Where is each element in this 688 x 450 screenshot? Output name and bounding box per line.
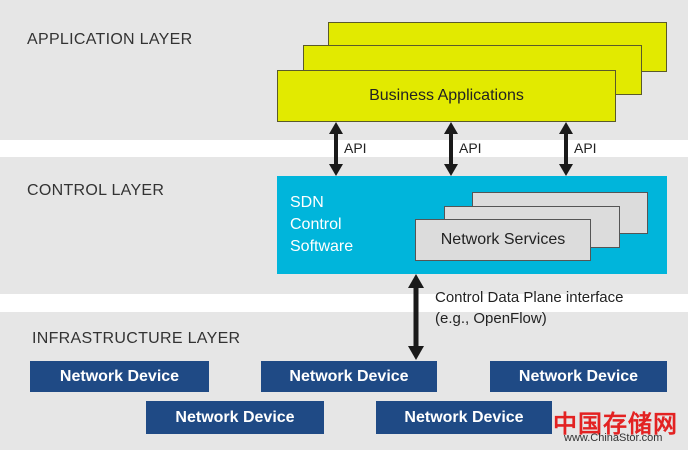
network-services-label: Network Services [440, 231, 566, 248]
api-arrow-2 [444, 122, 458, 176]
interface-note-line2: (e.g., OpenFlow) [435, 310, 547, 327]
watermark-cn: 中国存储网 [553, 411, 678, 438]
business-apps-label: Business Applications [369, 87, 524, 104]
api-arrow-1 [329, 122, 343, 176]
network-device-5: Network Device [376, 401, 552, 434]
api-label-1: API [344, 140, 367, 156]
api-label-3: API [574, 140, 597, 156]
control-layer-label: CONTROL LAYER [27, 182, 165, 199]
interface-note-line1: Control Data Plane interface [435, 289, 624, 306]
sdn-label-line2: Control [290, 216, 342, 233]
control-data-plane-arrow [408, 274, 424, 360]
api-label-2: API [459, 140, 482, 156]
infrastructure-layer-label: INFRASTRUCTURE LAYER [32, 330, 241, 347]
sdn-label-line1: SDN [290, 194, 324, 211]
network-device-2: Network Device [261, 361, 437, 392]
network-services-box: Network Services [415, 219, 591, 261]
network-device-1: Network Device [30, 361, 209, 392]
business-apps-box: Business Applications [277, 70, 616, 122]
network-device-3: Network Device [490, 361, 667, 392]
sdn-label-line3: Software [290, 238, 354, 255]
api-arrow-3 [559, 122, 573, 176]
application-layer-label: APPLICATION LAYER [27, 31, 193, 48]
watermark-url: www.ChinaStor.com [564, 432, 663, 444]
network-device-4: Network Device [146, 401, 324, 434]
